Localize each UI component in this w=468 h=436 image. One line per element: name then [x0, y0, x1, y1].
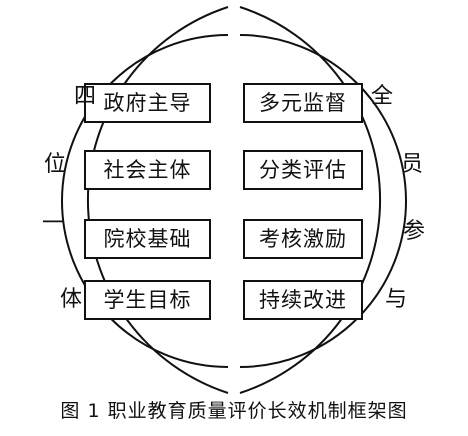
right-vertical-char-2: 员 — [400, 152, 423, 177]
left-vertical-char-2: 位 — [43, 152, 66, 177]
outer-right-arc — [239, 6, 381, 394]
left-vertical-char-3: 一 — [41, 211, 64, 236]
box-right-3: 考核激励 — [243, 219, 363, 259]
box-right-1: 多元监督 — [243, 83, 363, 123]
right-vertical-char-1: 全 — [370, 84, 393, 109]
box-right-2: 分类评估 — [243, 150, 363, 190]
inner-left-arc — [61, 34, 229, 368]
right-vertical-char-4: 与 — [384, 287, 407, 312]
box-left-3: 院校基础 — [84, 219, 211, 259]
box-right-4: 持续改进 — [243, 280, 363, 320]
figure-caption: 图 1 职业教育质量评价长效机制框架图 — [60, 400, 408, 422]
right-vertical-char-3: 参 — [402, 219, 425, 244]
left-vertical-char-1: 四 — [73, 84, 96, 109]
inner-right-arc — [239, 34, 407, 368]
box-left-4: 学生目标 — [84, 280, 211, 320]
box-left-2: 社会主体 — [84, 150, 211, 190]
outer-left-arc — [87, 6, 229, 394]
box-left-1: 政府主导 — [84, 83, 211, 123]
left-vertical-char-4: 体 — [59, 287, 82, 312]
